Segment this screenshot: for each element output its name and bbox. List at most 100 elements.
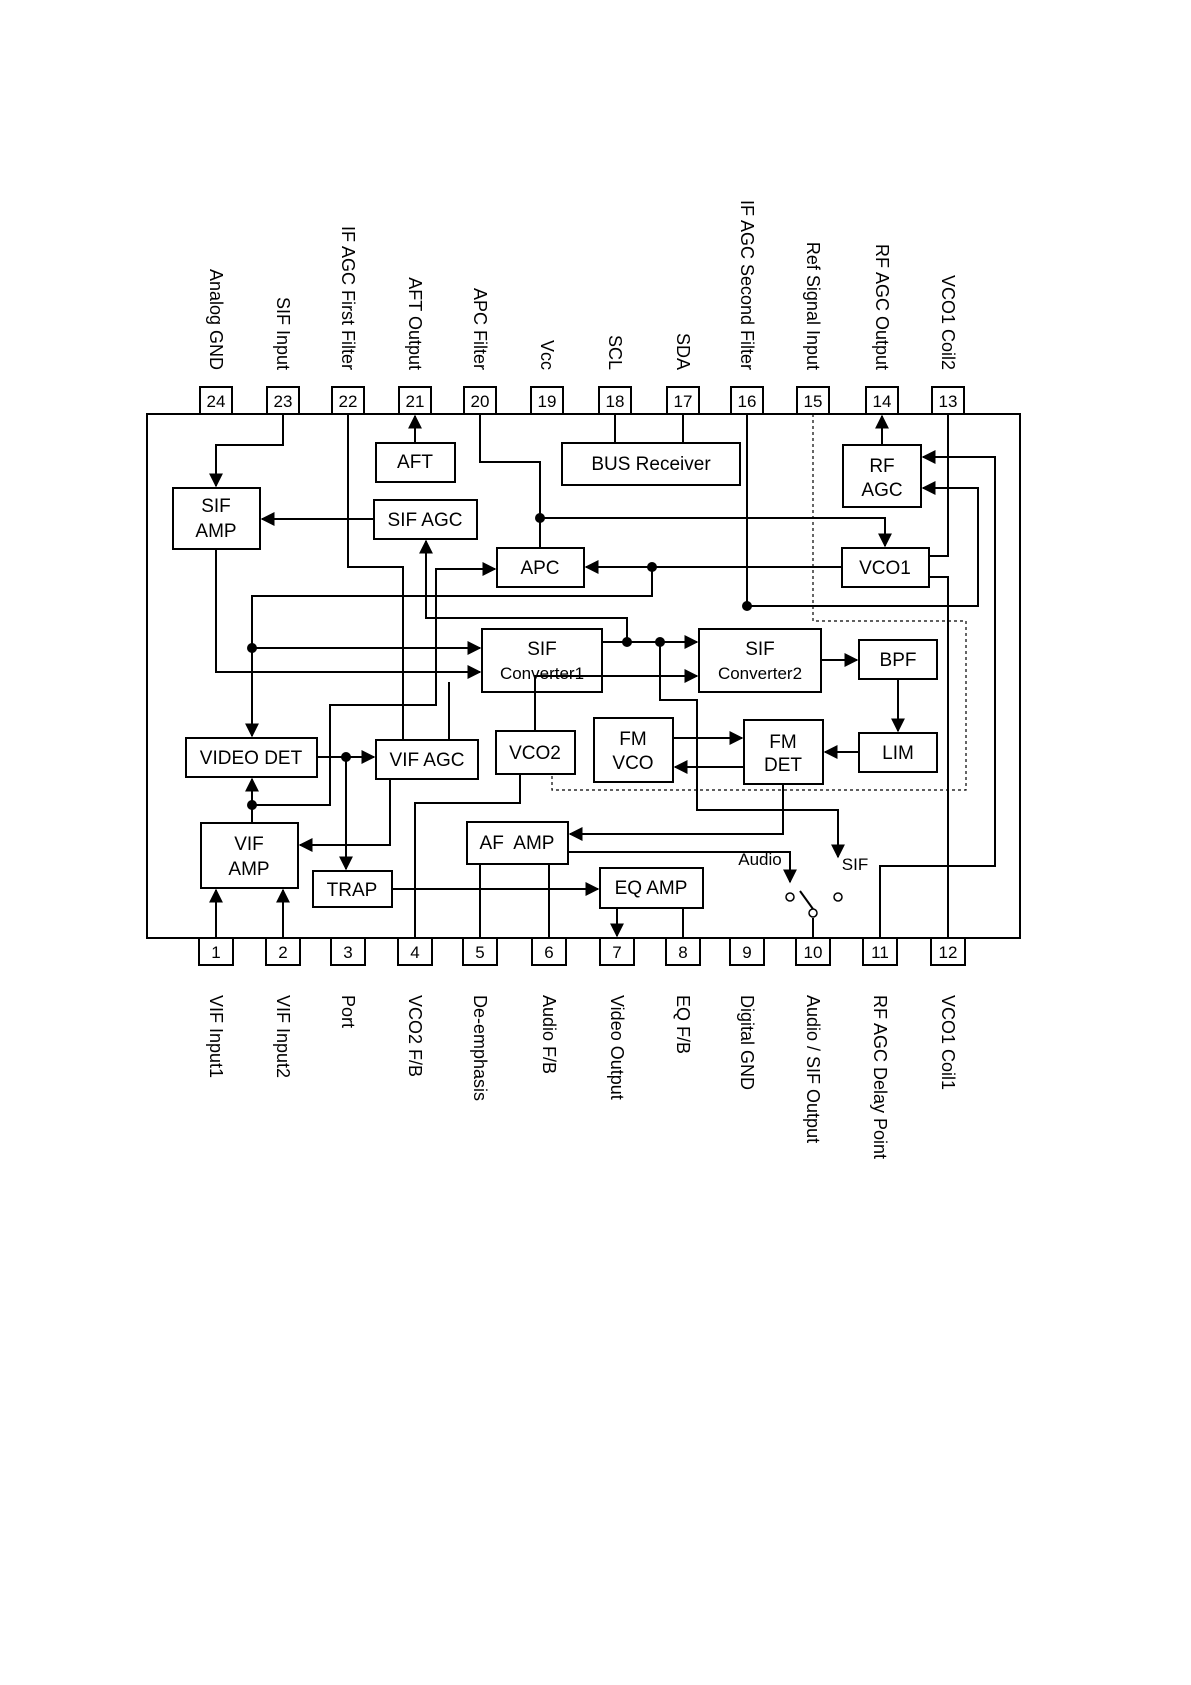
pin-number: 7	[612, 943, 621, 962]
vco2-block: VCO2	[495, 730, 576, 775]
pin-label: VIF Input1	[206, 995, 226, 1078]
pin-label: VCO2 F/B	[405, 995, 425, 1077]
pin-number: 15	[804, 392, 823, 411]
svg-text:VCO2: VCO2	[509, 743, 561, 764]
vco1-block: VCO1	[841, 547, 930, 588]
pin-number: 11	[871, 943, 889, 962]
svg-text:SIF: SIF	[745, 639, 775, 660]
pin-label: EQ F/B	[673, 995, 693, 1054]
pin-label: SIF Input	[273, 297, 293, 370]
pin-11: 11 RF AGC Delay Point	[862, 937, 898, 1159]
svg-text:LIM: LIM	[882, 743, 914, 764]
pin-number: 19	[538, 392, 557, 411]
sif-amp-block: SIF AMP	[172, 487, 261, 550]
pin-number: 16	[738, 392, 757, 411]
pin-22: 22 IF AGC First Filter	[331, 226, 365, 415]
svg-text:SIF: SIF	[527, 639, 557, 660]
svg-text:BUS Receiver: BUS Receiver	[591, 454, 711, 475]
pin-number: 22	[339, 392, 358, 411]
vif-amp-block: VIF AMP	[200, 822, 299, 889]
svg-text:BPF: BPF	[880, 650, 917, 671]
bus-receiver-block: BUS Receiver	[561, 442, 741, 486]
pin-number: 23	[274, 392, 293, 411]
pin-label: VCO1 Coil2	[938, 275, 958, 370]
pin-label: Audio F/B	[539, 995, 559, 1074]
fm-vco-block: FM VCO	[593, 717, 674, 783]
svg-text:VCO: VCO	[612, 753, 653, 774]
svg-text:APC: APC	[520, 558, 559, 579]
pin-number: 2	[278, 943, 287, 962]
pin-label: IF AGC Second Filter	[737, 200, 757, 370]
switch-label-audio: Audio	[738, 850, 781, 869]
pin-label: De-emphasis	[470, 995, 490, 1101]
junction-dots	[247, 513, 752, 810]
pin-label: VIF Input2	[273, 995, 293, 1078]
video-det-block: VIDEO DET	[185, 737, 318, 778]
pin-number: 14	[873, 392, 892, 411]
svg-text:Converter2: Converter2	[718, 664, 802, 683]
pin-number: 5	[475, 943, 484, 962]
pin-number: 9	[742, 943, 751, 962]
pin-label: RF AGC Output	[872, 244, 892, 370]
pin-23: 23 SIF Input	[266, 297, 300, 415]
audio-sif-switch: Audio SIF	[738, 850, 868, 918]
svg-text:TRAP: TRAP	[327, 880, 378, 901]
svg-text:AGC: AGC	[861, 480, 902, 501]
dotted-reference-path	[551, 414, 967, 791]
wires	[209, 414, 996, 938]
pin-number: 24	[207, 392, 226, 411]
pin-label: Port	[338, 995, 358, 1028]
eq-amp-block: EQ AMP	[599, 867, 704, 909]
fm-det-block: FM DET	[743, 719, 824, 785]
trap-block: TRAP	[312, 870, 393, 908]
pin-number: 6	[544, 943, 553, 962]
svg-text:VIF AGC: VIF AGC	[390, 750, 465, 771]
svg-text:FM: FM	[769, 732, 796, 753]
svg-text:EQ AMP: EQ AMP	[615, 878, 688, 899]
sif-converter1-block: SIF Converter1	[481, 628, 603, 693]
sif-agc-block: SIF AGC	[373, 499, 478, 540]
svg-text:AFT: AFT	[397, 452, 433, 473]
pin-label: APC Filter	[470, 288, 490, 370]
pin-label: IF AGC First Filter	[338, 226, 358, 370]
svg-text:FM: FM	[619, 729, 646, 750]
pin-8: 8EQ F/B	[665, 937, 701, 1054]
pin-label: Digital GND	[737, 995, 757, 1090]
pin-number: 18	[606, 392, 625, 411]
pin-number: 21	[406, 392, 425, 411]
svg-text:VIDEO DET: VIDEO DET	[200, 748, 303, 769]
pins: 24 Analog GND 23 SIF Input 22 IF AGC First Fi…	[198, 200, 966, 1159]
svg-text:VIF: VIF	[234, 834, 264, 855]
aft-block: AFT	[375, 442, 456, 483]
pin-label: SCL	[605, 335, 625, 370]
pin-label: Audio / SIF Output	[803, 995, 823, 1143]
switch-label-sif: SIF	[842, 855, 868, 874]
pin-label: Analog GND	[206, 269, 226, 370]
svg-text:DET: DET	[764, 755, 802, 776]
af-amp-block: AF AMP	[466, 821, 569, 865]
pin-number: 10	[804, 943, 823, 962]
sif-converter2-block: SIF Converter2	[698, 628, 822, 693]
apc-block: APC	[496, 547, 585, 588]
pin-number: 17	[674, 392, 693, 411]
svg-text:VCO1: VCO1	[859, 558, 911, 579]
lim-block: LIM	[858, 732, 938, 773]
pin-label: Video Output	[607, 995, 627, 1100]
svg-text:AF AMP: AF AMP	[480, 833, 555, 854]
svg-text:AMP: AMP	[228, 859, 269, 880]
rf-agc-block: RF AGC	[842, 444, 922, 508]
pin-label: RF AGC Delay Point	[870, 995, 890, 1159]
pin-label: AFT Output	[405, 277, 425, 370]
pin-5: 5De-emphasis	[462, 937, 498, 1101]
